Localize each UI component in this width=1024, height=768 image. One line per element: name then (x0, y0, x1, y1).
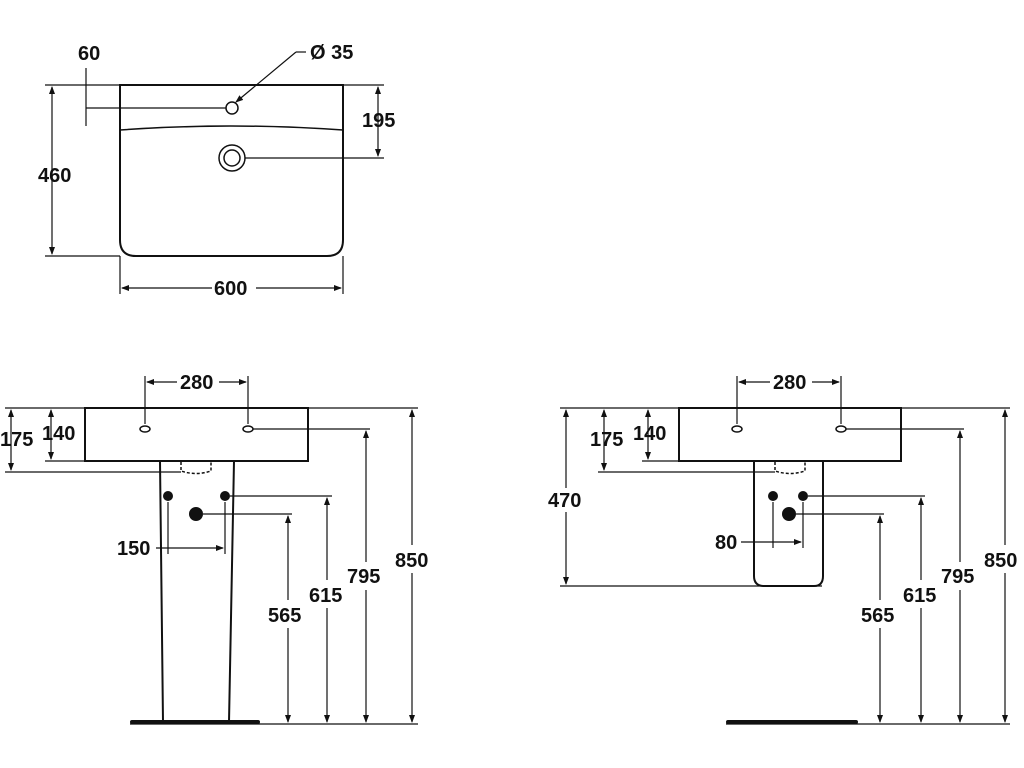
dim-supply-spacing: 80 (715, 532, 737, 554)
dim-rim-to-tap: 140 (42, 423, 75, 445)
waste-trap (180, 462, 212, 475)
supply-right (798, 491, 808, 501)
tap-hole (225, 101, 239, 115)
dim-rim-to-tap: 140 (633, 423, 666, 445)
dim-rim-height: 850 (984, 550, 1017, 572)
waste-pipe (189, 507, 203, 521)
dim-rim-height: 850 (395, 550, 428, 572)
dim-tap-spacing: 280 (180, 372, 213, 394)
dim-tap-hole-diameter: Ø 35 (310, 42, 353, 64)
tap-hole-left (139, 425, 151, 433)
tap-hole-right (242, 425, 254, 433)
pedestal-base (130, 720, 260, 724)
waste-outlet-outer (218, 144, 246, 172)
dim-depth: 460 (38, 165, 71, 187)
waste-trap (774, 462, 806, 475)
dim-supply-height: 615 (903, 585, 936, 607)
dim-tap-spacing: 280 (773, 372, 806, 394)
waste-outlet-inner (223, 149, 241, 167)
dim-pedestal-height: 470 (548, 490, 581, 512)
dim-supply-height: 615 (309, 585, 342, 607)
dim-waste-offset: 195 (362, 110, 395, 132)
basin-front (678, 407, 902, 462)
dim-waste-height: 565 (861, 605, 894, 627)
dim-tap-height: 795 (347, 566, 380, 588)
waste-pipe (782, 507, 796, 521)
dim-rim-to-waste: 175 (590, 429, 623, 451)
top-view: 60 Ø 35 195 460 600 (38, 42, 395, 300)
dim-rim-to-waste: 175 (0, 429, 33, 451)
basin-outline (119, 84, 344, 257)
tap-hole-left (731, 425, 743, 433)
supply-left (768, 491, 778, 501)
dim-waste-height: 565 (268, 605, 301, 627)
semi-pedestal-view: 280 470 175 140 80 565 615 795 (548, 372, 1017, 725)
dim-tap-height: 795 (941, 566, 974, 588)
semi-pedestal (753, 461, 824, 587)
floor-line (726, 720, 858, 724)
supply-right (220, 491, 230, 501)
dim-tap-hole-offset: 60 (78, 43, 100, 65)
dim-width: 600 (214, 278, 247, 300)
pedestal-view: 280 175 140 150 565 615 795 850 (0, 372, 428, 725)
dim-supply-spacing: 150 (117, 538, 150, 560)
basin-bowl-rim (119, 125, 344, 131)
basin-front (84, 407, 309, 462)
supply-left (163, 491, 173, 501)
tap-hole-right (835, 425, 847, 433)
